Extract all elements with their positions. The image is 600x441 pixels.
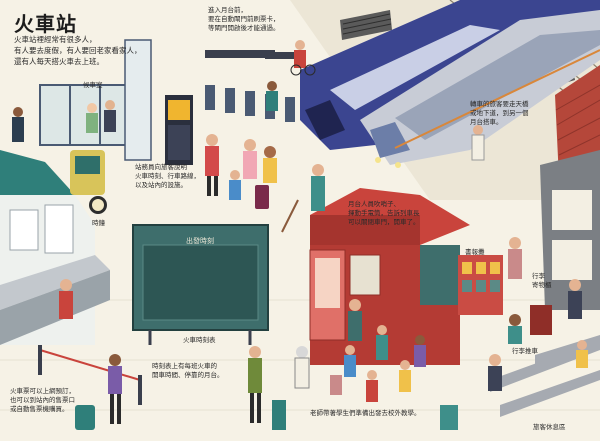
caption-timetable: 時刻表上有每班火車的 開車時間、停靠的月台。 — [152, 362, 224, 379]
page-title: 火車站 — [14, 12, 77, 36]
label-departure-board: 出發時刻 — [186, 237, 214, 245]
label-luggage-cart: 行李推車 — [512, 347, 538, 355]
caption-ticket: 火車票可以上網預訂， 也可以到站內的售票口 或自動售票機購買。 — [10, 387, 75, 413]
label-clock: 時鐘 — [92, 219, 105, 227]
caption-gates: 進入月台前， 要在自動閘門前刷票卡， 等閘門開啟後才能通過。 — [208, 6, 280, 32]
caption-platform-staff: 月台人員吹哨子、 揮動手電筒，告訴列車長 可以關閉車門，開車了。 — [348, 200, 420, 226]
label-lounge: 旅客休息區 — [533, 423, 566, 431]
label-luggage-locker: 行李 寄物櫃 — [532, 272, 552, 289]
caption-teacher: 老師帶著學生們準備出發去校外教學。 — [310, 409, 421, 417]
label-newsstand: 書報攤 — [465, 248, 485, 256]
intro-text: 火車站裡經常有很多人， 有人要去度假，有人要回老家看家人， 還有人每天搭火車去上… — [14, 35, 142, 66]
caption-info-staff: 站務員向旅客說明 火車時刻、行車路線， 以及站內的設施。 — [135, 163, 200, 189]
label-waiting-room: 候車室 — [83, 81, 103, 89]
label-timetable: 火車時刻表 — [183, 336, 216, 344]
caption-transfer: 轉車的旅客要走天橋 或地下道，到另一個 月台搭車。 — [470, 100, 529, 126]
